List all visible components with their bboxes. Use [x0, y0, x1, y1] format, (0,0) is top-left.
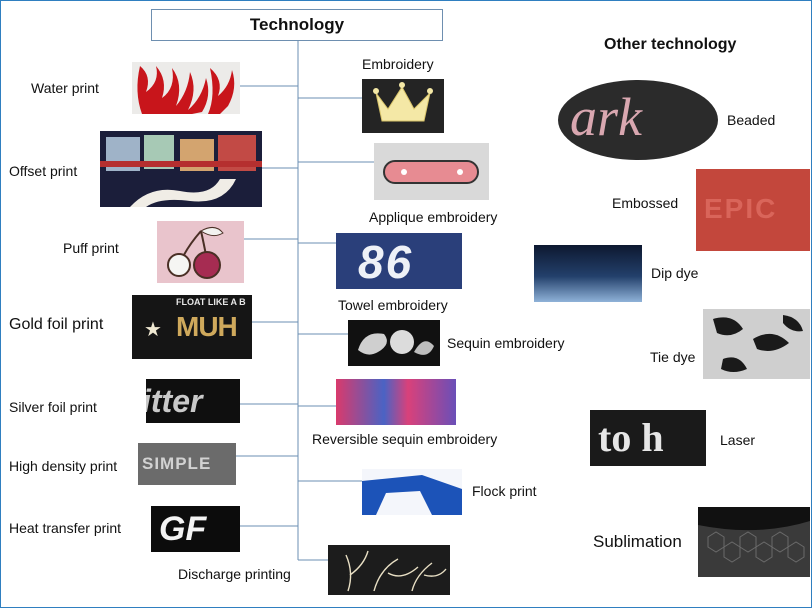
sequin-embroidery-thumbnail: [348, 320, 440, 366]
label-laser: Laser: [720, 432, 756, 448]
sublimation-thumbnail: [698, 507, 810, 577]
label-applique-embroidery: Applique embroidery: [369, 209, 498, 225]
label-gold-foil-print: Gold foil print: [9, 316, 104, 333]
label-discharge-printing: Discharge printing: [178, 566, 291, 582]
label-embroidery: Embroidery: [362, 56, 434, 72]
label-puff-print: Puff print: [63, 240, 119, 256]
label-offset-print: Offset print: [9, 163, 78, 179]
discharge-printing-thumbnail: [328, 545, 450, 595]
label-heat-transfer-print: Heat transfer print: [9, 520, 122, 536]
high-density-print-thumbnail: SIMPLE: [138, 443, 236, 485]
dip-dye-thumbnail: [534, 245, 642, 302]
silver-foil-print-thumbnail: itter: [146, 379, 240, 423]
label-sublimation: Sublimation: [593, 532, 682, 551]
label-embossed: Embossed: [612, 195, 679, 211]
water-print-thumbnail: [132, 62, 240, 114]
puff-print-thumbnail: [157, 221, 244, 283]
label-towel-embroidery: Towel embroidery: [338, 297, 448, 313]
offset-print-thumbnail: [100, 131, 262, 207]
label-beaded: Beaded: [727, 112, 776, 128]
label-silver-foil-print: Silver foil print: [9, 399, 97, 415]
flock-print-thumbnail: [362, 469, 462, 515]
embossed-thumbnail: EPIC: [696, 169, 810, 251]
label-reversible-sequin-embroidery: Reversible sequin embroidery: [312, 431, 498, 447]
technology-title: Technology: [151, 9, 443, 41]
reversible-sequin-embroidery-thumbnail: [336, 379, 456, 425]
towel-embroidery-thumbnail: 86: [336, 233, 462, 289]
label-sequin-embroidery: Sequin embroidery: [447, 335, 565, 351]
gold-foil-print-thumbnail: FLOAT LIKE A B MUH ★: [132, 295, 252, 359]
beaded-thumbnail: ark: [558, 80, 718, 160]
embroidery-thumbnail: [362, 79, 444, 133]
label-tie-dye: Tie dye: [650, 349, 696, 365]
tie-dye-thumbnail: [703, 309, 810, 379]
other-technology-title: Other technology: [604, 36, 737, 53]
heat-transfer-print-thumbnail: GF: [151, 506, 240, 552]
label-flock-print: Flock print: [472, 483, 537, 499]
label-dip-dye: Dip dye: [651, 265, 699, 281]
label-high-density-print: High density print: [9, 458, 118, 474]
label-water-print: Water print: [31, 80, 99, 96]
laser-thumbnail: to h: [590, 410, 706, 466]
applique-embroidery-thumbnail: [374, 143, 489, 200]
